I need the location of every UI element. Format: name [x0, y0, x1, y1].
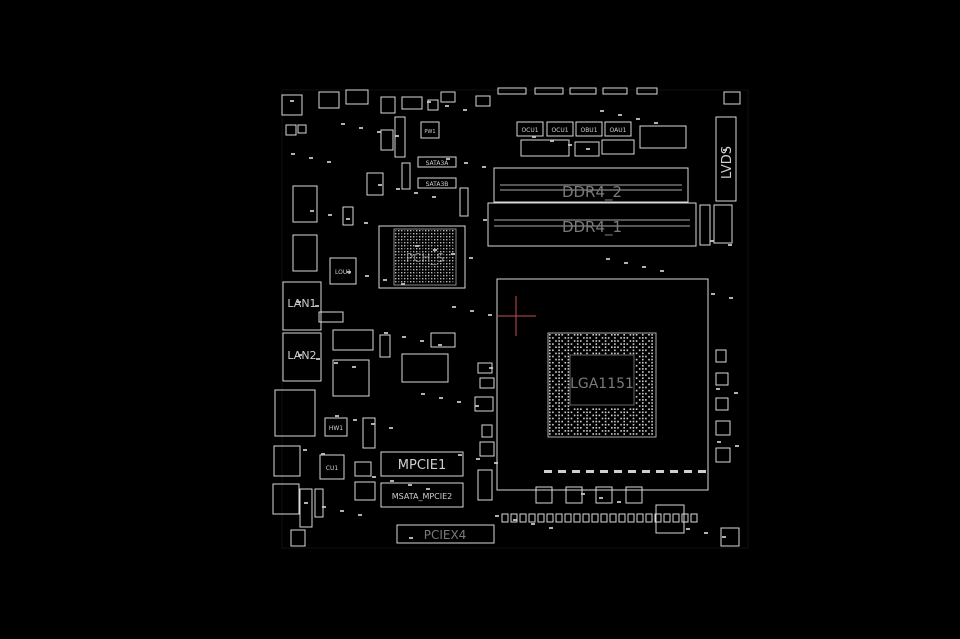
lou1-label: LOU1 — [335, 269, 351, 276]
ocu2-label: OCU1 — [551, 127, 568, 134]
pciex4-slot[interactable]: PCIEX4 — [396, 524, 495, 544]
ddr4-1-label: DDR4_1 — [562, 218, 622, 237]
sata-connector-b[interactable]: SATA3B — [417, 177, 457, 189]
hw1-label: HW1 — [329, 425, 343, 432]
pw1-label: PW1 — [424, 129, 435, 135]
hw1-chip[interactable]: HW1 — [324, 417, 348, 437]
mpcie1-label: MPCIE1 — [398, 458, 446, 473]
lan1-port[interactable]: LAN1 — [282, 281, 322, 331]
pw1-chip[interactable]: PW1 — [420, 121, 440, 139]
msata-slot[interactable]: MSATA_MPCIE2 — [380, 482, 464, 508]
ddr4-1-slot[interactable]: DDR4_1 — [487, 202, 697, 247]
oau1-label: OAU1 — [610, 127, 627, 134]
cu1-label: CU1 — [326, 465, 339, 472]
mpcie1-slot[interactable]: MPCIE1 — [380, 451, 464, 477]
cu1-chip[interactable]: CU1 — [319, 454, 345, 480]
pch-ball-array — [395, 230, 454, 283]
cpu-pin-array — [549, 334, 653, 435]
lan2-port[interactable]: LAN2 — [282, 332, 322, 382]
ocu1-chip[interactable]: OCU1 — [516, 121, 544, 137]
sata-b-label: SATA3B — [426, 181, 449, 188]
lan1-label: LAN1 — [287, 297, 316, 310]
ddr4-2-slot[interactable]: DDR4_2 — [493, 167, 689, 203]
lvds-connector[interactable]: LVDS — [715, 116, 737, 202]
sata-a-label: SATA3A — [426, 160, 450, 167]
lou1-chip[interactable]: LOU1 — [329, 257, 357, 285]
obu1-chip[interactable]: OBU1 — [575, 121, 603, 137]
ocu2-chip[interactable]: OCU1 — [546, 121, 574, 137]
oau1-chip[interactable]: OAU1 — [604, 121, 632, 137]
ocu1-label: OCU1 — [521, 127, 538, 134]
msata-label: MSATA_MPCIE2 — [392, 492, 453, 501]
pciex4-label: PCIEX4 — [424, 528, 467, 542]
obu1-label: OBU1 — [580, 127, 597, 134]
ddr4-2-label: DDR4_2 — [562, 183, 622, 202]
sata-connector-a[interactable]: SATA3A — [417, 156, 457, 168]
cpu-socket-label: LGA1151 — [570, 376, 634, 392]
misc-components — [272, 87, 741, 547]
board-outline — [281, 89, 749, 549]
cpu-socket[interactable]: LGA1151 — [496, 278, 709, 491]
lvds-label: LVDS — [720, 146, 735, 179]
